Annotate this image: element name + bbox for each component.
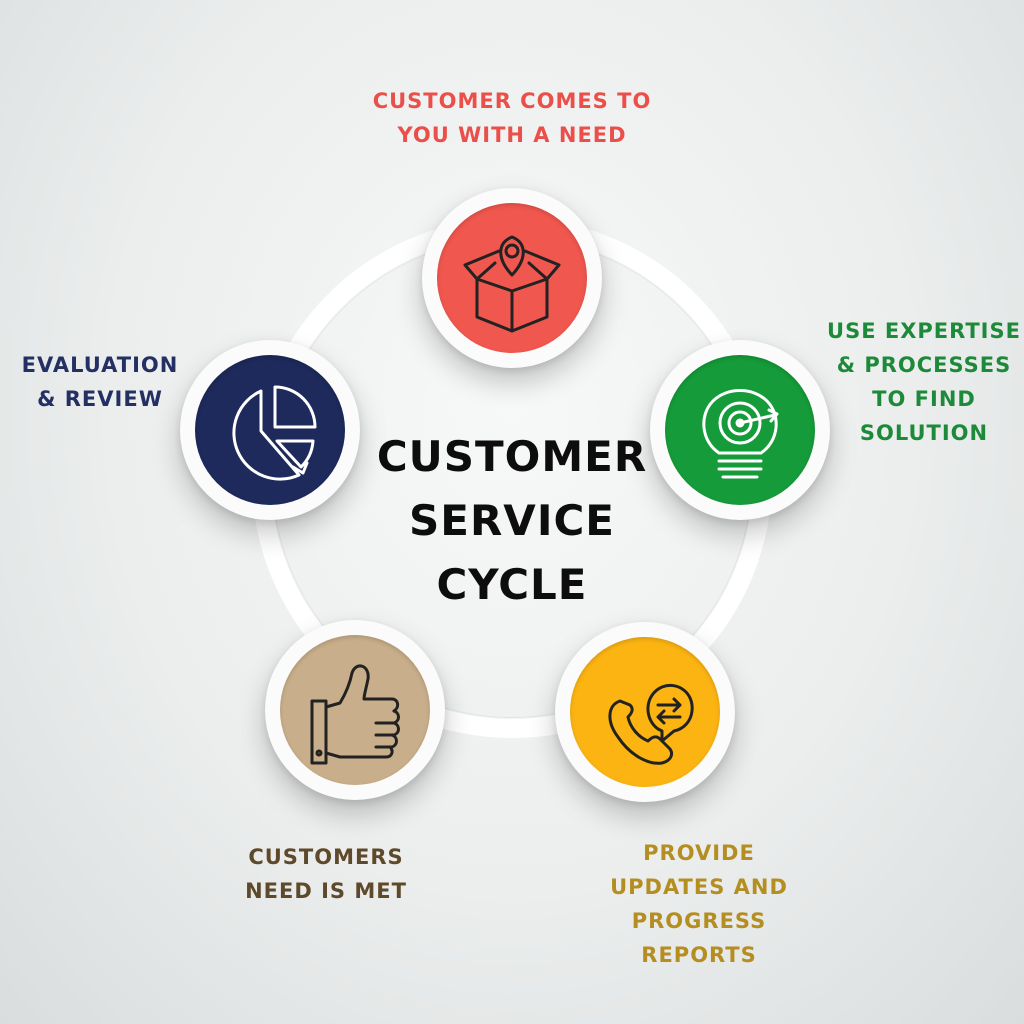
step-disc-updates [570,637,720,787]
step-node-expertise [650,340,830,520]
cycle-title: CUSTOMER SERVICE CYCLE [376,432,648,609]
step-label-evaluation: EVALUATION & REVIEW [21,353,179,411]
box-location-icon [463,235,561,333]
step-node-need-met [265,620,445,800]
phone-exchange-icon [608,684,694,765]
step-node-evaluation [180,340,360,520]
step-node-customer-need [422,188,602,368]
step-disc-evaluation [195,355,345,505]
step-label-expertise: USE EXPERTISE & PROCESSES TO FIND SOLUTI… [827,319,1021,445]
pie-chart-icon [232,385,317,481]
lightbulb-target-icon [702,389,779,479]
step-node-updates [555,622,735,802]
step-label-need-met: CUSTOMERS NEED IS MET [245,845,407,903]
step-label-customer-need: CUSTOMER COMES TO YOU WITH A NEED [372,89,652,147]
step-disc-need-met [280,635,430,785]
step-disc-expertise [665,355,815,505]
thumbs-up-icon [310,664,400,765]
step-label-updates: PROVIDE UPDATES AND PROGRESS REPORTS [610,841,788,967]
step-disc-customer-need [437,203,587,353]
